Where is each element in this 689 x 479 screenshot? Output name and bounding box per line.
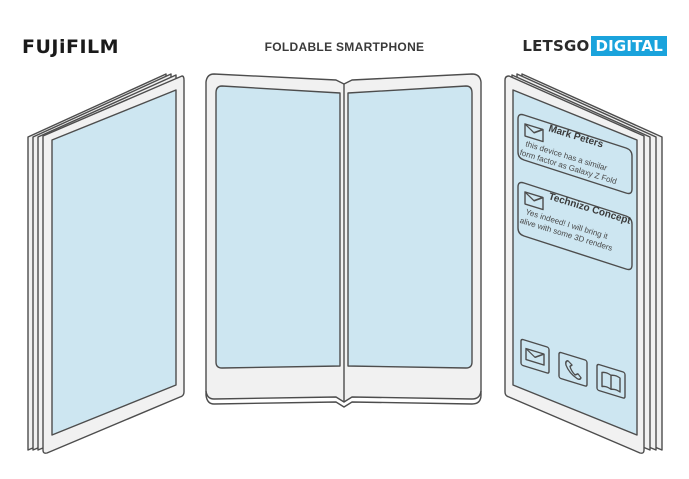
mail-icon (524, 123, 544, 143)
left-phone-screen (51, 89, 177, 436)
right-phone (504, 73, 663, 454)
letsgodigital-logo: LETSGO DIGITAL (522, 36, 667, 56)
dock-phone-icon[interactable] (558, 351, 588, 387)
mail-icon (524, 191, 544, 211)
center-phone (205, 73, 482, 408)
message-card-1[interactable] (517, 113, 633, 195)
dock-mail-icon[interactable] (520, 338, 550, 374)
center-phone-left-screen (215, 85, 341, 369)
message-card-2[interactable] (517, 181, 633, 271)
fujifilm-logo: FUJiFILM (22, 36, 120, 58)
logo-part-letsgo: LETSGO (522, 37, 590, 55)
logo-part-digital: DIGITAL (591, 36, 667, 56)
page-title: FOLDABLE SMARTPHONE (264, 40, 425, 54)
center-phone-right-screen (347, 85, 473, 369)
left-phone (27, 73, 185, 454)
dock-book-icon[interactable] (596, 363, 626, 399)
